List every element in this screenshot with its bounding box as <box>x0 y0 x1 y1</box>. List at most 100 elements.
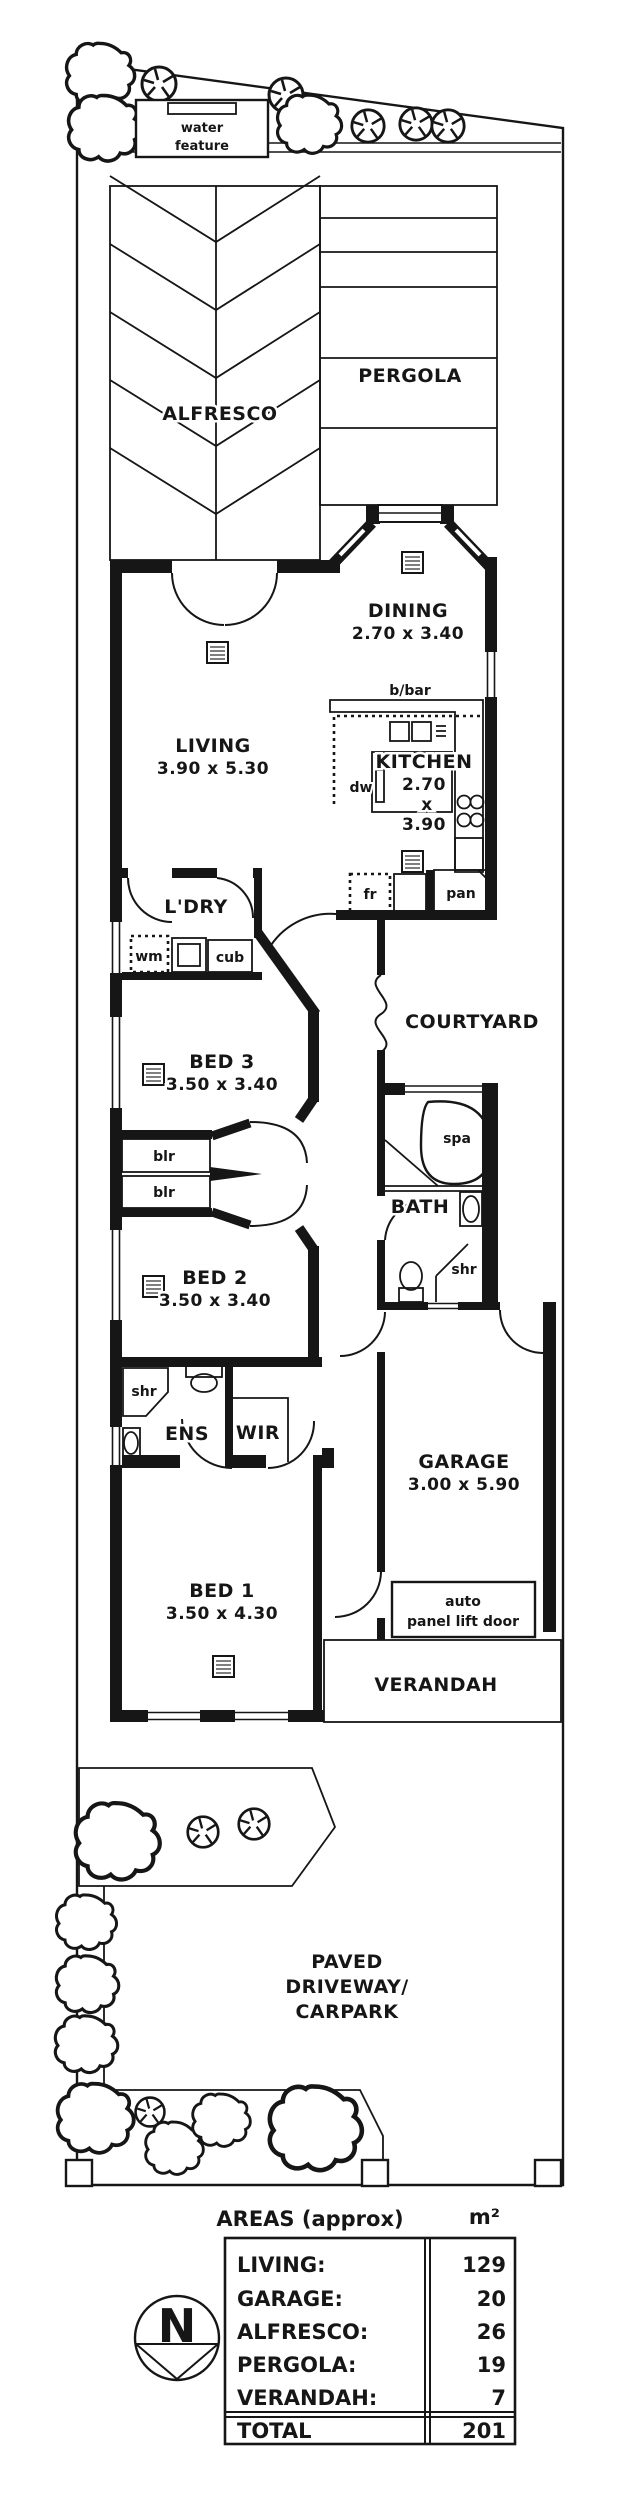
svg-text:PERGOLA:: PERGOLA: <box>237 2353 356 2377</box>
driveway-label2: DRIVEWAY/ <box>285 1976 408 1998</box>
robe-label: blr <box>153 1149 175 1165</box>
shrub-icon <box>54 1954 121 2015</box>
window <box>428 1302 458 1310</box>
svg-text:201: 201 <box>462 2419 506 2443</box>
bay-window <box>327 504 493 570</box>
doors <box>127 572 544 1618</box>
areas-table-unit: m² <box>469 2205 500 2229</box>
tree-icon <box>140 65 178 103</box>
areas-table-title: AREAS (approx) <box>216 2207 403 2231</box>
bath-label: BATH <box>391 1196 450 1218</box>
table-total-row: TOTAL 201 <box>237 2419 506 2443</box>
bed1-dims: 3.50 x 4.30 <box>166 1604 278 1624</box>
svg-text:TOTAL: TOTAL <box>237 2419 312 2443</box>
water-feature-label: water <box>181 121 224 136</box>
kitchen-dim-d: 3.90 <box>402 815 446 835</box>
walls <box>110 504 556 1722</box>
svg-text:7: 7 <box>491 2386 506 2410</box>
garage-verandah <box>323 1580 562 1723</box>
bed2-dims: 3.50 x 3.40 <box>159 1291 271 1311</box>
svg-text:20: 20 <box>477 2287 506 2311</box>
window <box>110 1017 122 1108</box>
garage-dims: 3.00 x 5.90 <box>408 1475 520 1495</box>
tree-icon <box>237 1807 271 1841</box>
garage-door <box>390 1580 537 1639</box>
areas-table: AREAS (approx) m² LIVING: 129 GARAGE: 20… <box>216 2205 517 2446</box>
vent-icon <box>206 641 229 664</box>
window <box>405 1085 482 1093</box>
vent-icon <box>212 1655 235 1678</box>
spa-tub-icon <box>419 1100 493 1186</box>
vent-icon <box>401 850 424 873</box>
window <box>235 1710 288 1722</box>
fence-post <box>360 2158 390 2188</box>
shower-label: shr <box>451 1262 476 1278</box>
tree-icon <box>350 108 386 144</box>
driveway-label3: CARPARK <box>295 2001 399 2023</box>
water-feature: water feature <box>134 98 270 159</box>
fence-post <box>64 2158 94 2188</box>
pergola: PERGOLA <box>319 185 498 506</box>
window <box>110 1427 122 1465</box>
courtyard-label: COURTYARD <box>405 1011 539 1033</box>
table-row: ALFRESCO: 26 <box>237 2320 506 2344</box>
shrub-icon <box>55 2081 136 2155</box>
dishwasher-label: dw <box>350 780 373 796</box>
dining-dims: 2.70 x 3.40 <box>352 624 464 644</box>
robes <box>121 1138 211 1209</box>
dishwasher-icon <box>375 769 385 803</box>
table-row: VERANDAH: 7 <box>237 2386 506 2410</box>
shower-label: shr <box>131 1384 156 1400</box>
compass-n: N <box>158 2299 197 2353</box>
shrub-icon <box>55 1893 119 1951</box>
oven-icon <box>454 837 484 871</box>
basin-icon <box>462 1195 480 1223</box>
dining-label: DINING <box>368 600 448 622</box>
ensuite-fittings <box>122 1365 289 1462</box>
breakfast-bar-label: b/bar <box>389 683 431 699</box>
spa-label: spa <box>443 1131 471 1147</box>
shrub-icon <box>53 2014 120 2075</box>
sink-icon <box>411 721 432 742</box>
fridge-label: fr <box>364 887 377 903</box>
garage-door-label2: panel lift door <box>407 1614 519 1630</box>
window <box>110 922 122 973</box>
shrub-icon <box>191 2092 252 2148</box>
hob-icon <box>456 794 485 828</box>
svg-text:19: 19 <box>477 2353 506 2377</box>
vent-icon <box>142 1063 165 1086</box>
shrub-icon <box>270 2086 362 2170</box>
cub-label: cub <box>216 950 244 966</box>
toilet-icon <box>190 1373 218 1393</box>
living-label: LIVING <box>175 735 250 757</box>
kitchen-fittings <box>329 699 493 914</box>
svg-text:26: 26 <box>477 2320 506 2344</box>
svg-text:GARAGE:: GARAGE: <box>237 2287 343 2311</box>
washing-machine-icon <box>129 934 170 974</box>
tree-icon <box>398 106 434 142</box>
north-compass-icon: N <box>133 2294 221 2382</box>
pantry-label: pan <box>446 886 475 902</box>
laundry-fittings <box>129 934 253 974</box>
wm-label: wm <box>135 949 163 965</box>
bed3-label: BED 3 <box>189 1051 255 1073</box>
rear-garden <box>53 1767 563 2188</box>
shrub-icon <box>66 93 143 163</box>
kitchen-dim-w: 2.70 <box>402 775 446 795</box>
alfresco-deck: ALFRESCO <box>109 175 321 561</box>
bed3-dims: 3.50 x 3.40 <box>166 1075 278 1095</box>
garage-label: GARAGE <box>418 1451 509 1473</box>
tree-icon <box>430 108 466 144</box>
svg-text:ALFRESCO:: ALFRESCO: <box>237 2320 368 2344</box>
verandah-outline <box>323 1639 562 1723</box>
bed1-label: BED 1 <box>189 1580 255 1602</box>
fence-post <box>533 2158 563 2188</box>
table-row: GARAGE: 20 <box>237 2287 506 2311</box>
bed2-label: BED 2 <box>182 1267 248 1289</box>
tree-icon <box>186 1815 220 1849</box>
bathroom-fittings <box>384 1100 493 1303</box>
toilet-icon <box>399 1261 423 1291</box>
robe-shelf <box>233 1397 289 1462</box>
